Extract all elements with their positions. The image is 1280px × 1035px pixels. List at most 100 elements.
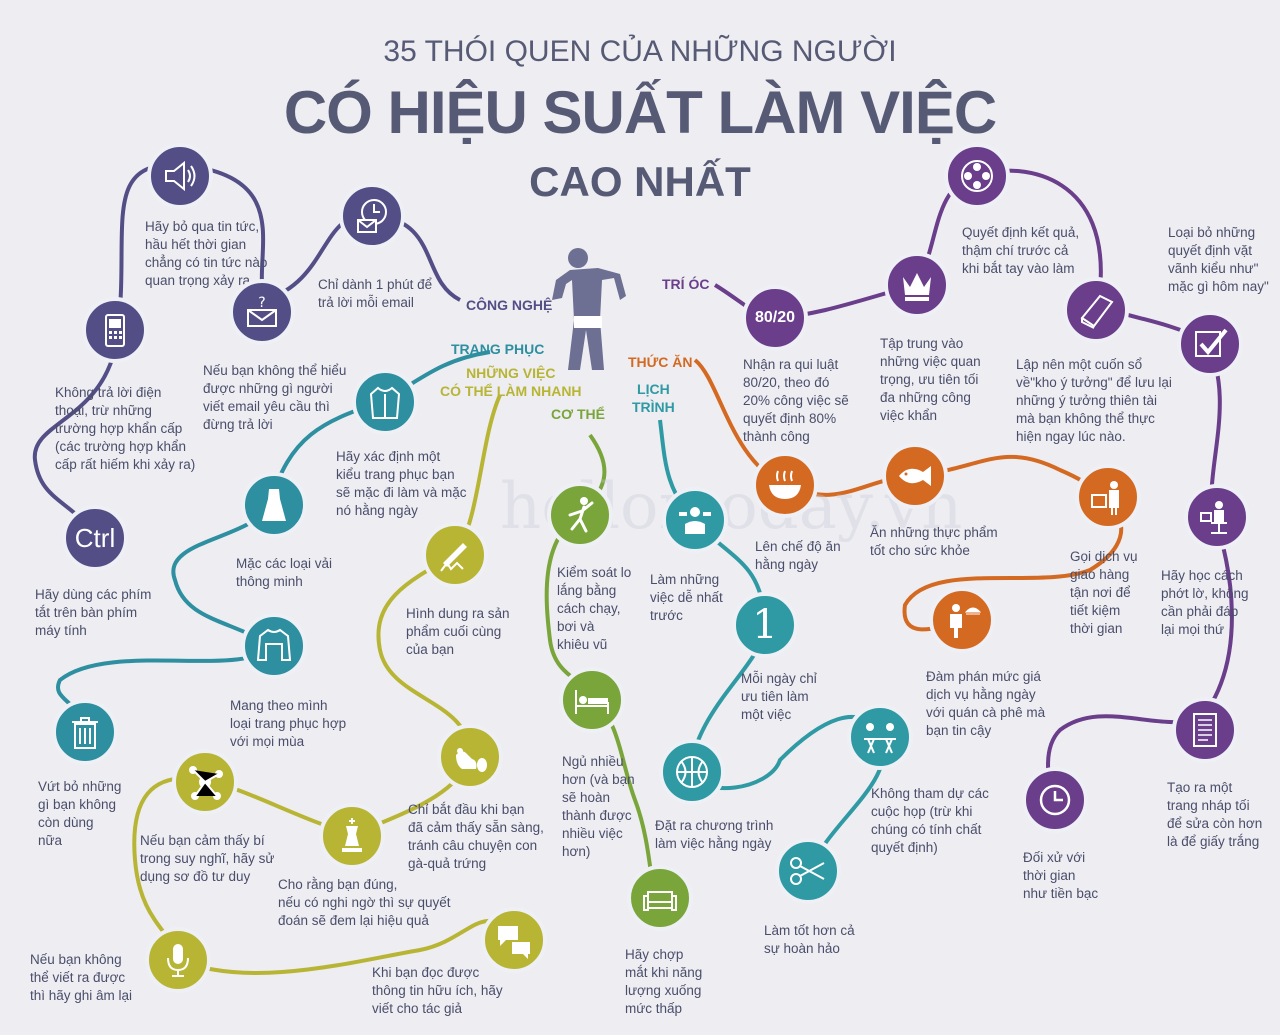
mic-caption: Nếu bạn không thể viết ra được thì hãy g… (30, 952, 133, 1003)
dress-node (241, 472, 307, 538)
waiter-caption: Đàm phán mức giá dịch vụ hằng ngày với q… (926, 669, 1046, 738)
clock-mail-caption: Chỉ dành 1 phút để trả lời mỗi email (318, 277, 433, 310)
email-node: ? (229, 279, 295, 345)
category-food: THỨC ĂN (628, 354, 693, 370)
chicken-node (437, 724, 503, 790)
number-one-icon: 1 (752, 602, 778, 648)
trash-icon (72, 717, 98, 749)
trash-caption: Vứt bỏ những gì bạn không còn dùng nữa (38, 779, 122, 848)
delivery-node (1075, 464, 1141, 530)
svg-text:?: ? (258, 295, 265, 311)
chess-node (319, 803, 385, 869)
title-line1: 35 THÓI QUEN CỦA NHỮNG NGƯỜI (383, 35, 897, 68)
film-node (944, 143, 1010, 209)
desk-caption: Hãy học cách phớt lờ, không cần phải đáp… (1161, 568, 1249, 637)
basketball-icon (676, 756, 708, 788)
chicken-caption: Chỉ bắt đầu khi bạn đã cảm thấy sẵn sàng… (408, 802, 544, 871)
scissors-node (775, 838, 841, 904)
dumbbell-icon (679, 507, 711, 534)
delivery-caption: Gọi dịch vụ giao hàng tận nơi để tiết ki… (1070, 549, 1138, 636)
clock-caption: Đối xử với thời gian như tiền bạc (1023, 850, 1099, 901)
jacket-node (352, 369, 418, 435)
clock-mail-node (339, 183, 405, 249)
sofa-node (627, 865, 693, 931)
weights-node (662, 487, 728, 553)
title-line3: CAO NHẤT (529, 158, 751, 205)
pencil-icon (440, 543, 467, 572)
scissors-icon (790, 857, 825, 885)
dress-caption: Mặc các loại vải thông minh (236, 556, 333, 589)
chess-caption: Cho rằng bạn đúng, nếu có nghi ngờ thì s… (278, 877, 451, 928)
clock-mail-icon (357, 199, 387, 233)
ball-caption: Đặt ra chương trình làm việc hằng ngày (655, 818, 774, 851)
checkbox-icon (1195, 328, 1228, 357)
draft-paper-icon (1193, 713, 1217, 747)
exercise-icon (568, 497, 594, 533)
waiter-icon (950, 604, 982, 638)
speaker-caption: Hãy bỏ qua tin tức, hầu hết thời gian ch… (145, 219, 268, 288)
sofa-icon (643, 891, 677, 911)
crown-caption: Tập trung vào những việc quan trọng, ưu … (880, 336, 981, 423)
delivery-icon (1091, 481, 1119, 515)
scissors-caption: Làm tốt hơn cả sự hoàn hảo (764, 923, 855, 956)
bed-icon (575, 690, 609, 714)
mic-node (145, 927, 211, 993)
fish-icon (899, 466, 931, 486)
pareto-icon: 80/20 (754, 309, 796, 326)
sofa-caption: Hãy chợp mắt khi năng lượng xuống mức th… (625, 947, 703, 1016)
category-body: CƠ THỂ (551, 406, 605, 422)
book-node (1063, 277, 1129, 343)
check-node (1177, 311, 1243, 377)
category-fastwork: NHỮNG VIỆC CÓ THỂ LÀM NHANH (440, 365, 582, 399)
draft-caption: Tạo ra một trang nháp tối để sửa còn hơn… (1167, 780, 1263, 849)
fish-caption: Ăn những thực phẩm tốt cho sức khỏe (870, 525, 998, 558)
chat-caption: Khi bạn đọc được thông tin hữu ích, hãy … (372, 965, 503, 1016)
book-icon (1080, 294, 1114, 329)
ctrl-caption: Hãy dùng các phím tắt trên bàn phím máy … (35, 587, 152, 638)
chess-king-icon (342, 818, 362, 852)
phone-caption: Không trả lời điện thoại, trừ những trườ… (55, 385, 196, 472)
mind-path (713, 168, 1234, 801)
draft-node (1172, 697, 1238, 763)
meeting-table-icon (864, 723, 896, 754)
ball-node (659, 739, 725, 805)
desk-person-icon (1200, 501, 1227, 534)
ratio-caption: Nhận ra qui luật 80/20, theo đó 20% công… (743, 357, 849, 444)
mindmap-icon (189, 766, 223, 800)
book-caption: Lập nên một cuốn sổ về"kho ý tưởng" để l… (1016, 357, 1172, 444)
film-caption: Quyết định kết quả, thậm chí trước cả kh… (962, 225, 1080, 276)
pencil-node (422, 522, 488, 588)
check-caption: Loại bỏ những quyết định vặt vãnh kiểu n… (1168, 225, 1269, 294)
speaker-icon (165, 160, 196, 192)
ctrl-node: Ctrl (62, 505, 128, 571)
soup-bowl-icon (769, 470, 801, 499)
microphone-icon (167, 944, 189, 977)
phone-node (82, 297, 148, 363)
jacket-icon (369, 386, 401, 419)
chicken-egg-icon (456, 748, 487, 772)
clock-node (1022, 767, 1088, 833)
email-icon: ? (247, 295, 277, 327)
desk-node (1184, 484, 1250, 550)
dress-icon (262, 489, 286, 521)
one-caption: Mỗi ngày chỉ ưu tiên làm một việc (741, 671, 817, 722)
film-reel-icon (961, 160, 993, 192)
crown-node (884, 252, 950, 318)
ctrl-key-icon: Ctrl (74, 522, 116, 553)
weights-caption: Làm những việc dễ nhất trước (650, 572, 723, 623)
coat-caption: Mang theo mình loại trang phục hợp với m… (230, 698, 347, 749)
phone-icon (105, 314, 125, 347)
speaker-node (147, 143, 213, 209)
bed-node (559, 667, 625, 733)
email-caption: Nếu bạn không thể hiểu được những gì ngư… (203, 363, 347, 432)
title-line2: CÓ HIỆU SUẤT LÀM VIỆC (283, 79, 997, 146)
person-figure (552, 248, 626, 370)
meeting-node (847, 704, 913, 770)
meeting-caption: Không tham dự các cuộc họp (trừ khi chún… (871, 786, 989, 855)
bed-caption: Ngủ nhiều hơn (và bạn sẽ hoàn thành được… (562, 754, 635, 859)
pencil-caption: Hình dung ra sản phẩm cuối cùng của bạn (406, 606, 510, 657)
mindmap-node (172, 749, 238, 815)
bowl-caption: Lên chế độ ăn hằng ngày (755, 539, 841, 572)
category-mind: TRÍ ÓC (662, 276, 710, 292)
one-node: 1 (732, 592, 798, 658)
